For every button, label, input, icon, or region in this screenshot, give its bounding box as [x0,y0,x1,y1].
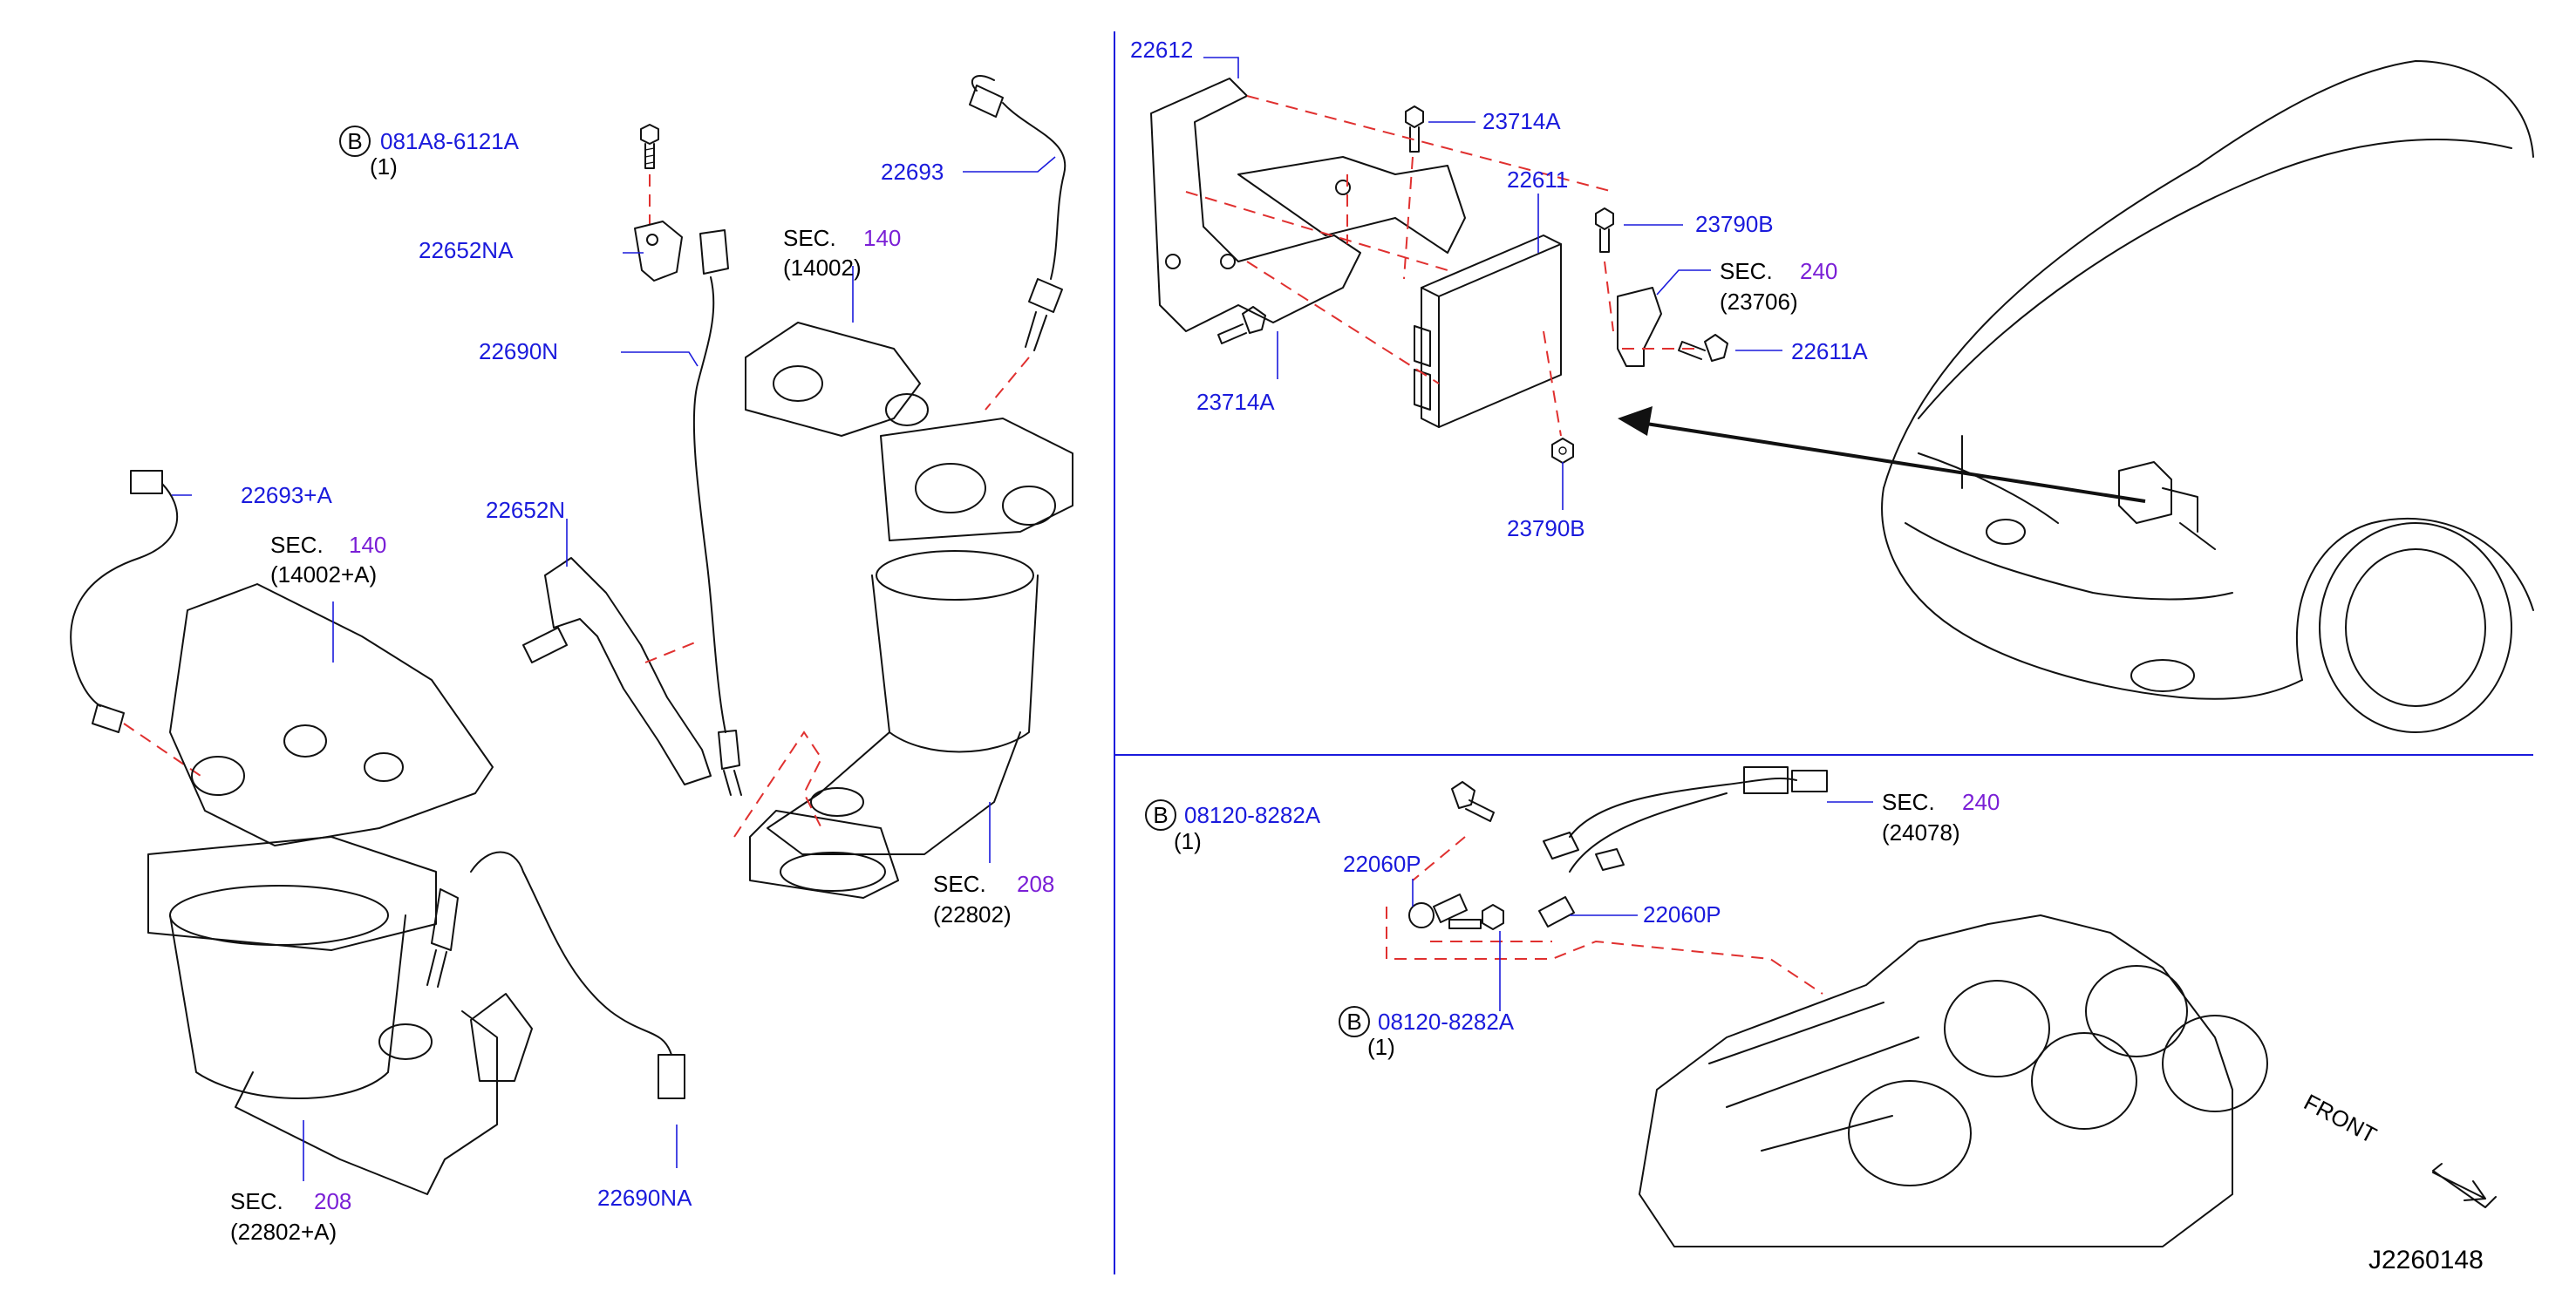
bolt-23790b-top-drawing [1595,207,1614,253]
bracket-22652n-drawing [522,557,712,785]
section-label: SEC. [933,871,986,897]
quantity: (1) [370,153,398,180]
knock-sensor-left-drawing [1408,894,1468,928]
section-ref: (14002+A) [270,561,377,588]
harness-dash-leaders [1386,836,1823,995]
sensor-22693a-drawing [70,470,179,733]
section-ref: (22802+A) [230,1219,337,1245]
bolt-08120-bottom-drawing [1448,904,1504,930]
engine-block-drawing [1639,914,2268,1247]
part-number: 22611A [1791,338,1868,364]
section-number: 240 [1962,789,2000,815]
section-number: 140 [349,532,386,558]
part-number: 22611 [1507,166,1568,193]
part-number: 23714A [1196,389,1275,415]
circle-b-marker [339,126,371,157]
part-number: 22690N [479,338,558,364]
part-number: 23714A [1482,108,1561,134]
part-number: 081A8-6121A [380,128,520,154]
leader-22693 [963,156,1056,173]
part-number: 08120-8282A [1184,802,1321,828]
circle-b-marker [1339,1006,1370,1037]
vehicle-front-drawing [1881,60,2534,733]
knock-sensor-harness-drawing [1543,766,1828,873]
callout-marker: B [347,128,362,154]
part-number: 22652NA [419,237,514,263]
dash-leader [985,357,1030,411]
ecm-unit-22611-drawing [1414,234,1562,428]
bracket-23706-drawing [1617,287,1662,367]
sensor-22690n-drawing [692,229,742,796]
part-number: 23790B [1695,211,1774,237]
section-ref: (24078) [1882,819,1960,846]
callout-marker: B [1346,1009,1361,1035]
section-number: 208 [314,1188,351,1214]
sensor-22693-drawing [969,75,1067,351]
exhaust-manifold-right-drawing [745,322,1073,899]
part-number: 22690NA [597,1185,692,1211]
dash-leader [644,640,700,663]
section-number: 140 [863,225,901,251]
ecm-bracket-22612-drawing [1150,78,1466,332]
bolt-23714a-top-drawing [1405,105,1424,153]
circle-b-marker [1145,799,1176,831]
section-ref: (23706) [1720,289,1798,315]
ecm-dash-leaders [1185,95,1700,437]
exhaust-manifold-left-drawing [147,583,533,1195]
bolt-081a8-drawing [640,124,659,169]
part-number: 22693 [881,159,944,185]
bracket-22652na-drawing [634,221,683,282]
front-label: FRONT [2300,1089,2381,1149]
part-number: 22060P [1343,851,1421,877]
section-label: SEC. [1882,789,1935,815]
bolt-22611a-drawing [1678,334,1728,362]
leader-22690n [621,351,699,367]
callout-marker: B [1153,802,1168,828]
section-number: 208 [1017,871,1054,897]
section-label: SEC. [230,1188,283,1214]
bolt-23714a-left-drawing [1217,306,1266,344]
section-number: 240 [1800,258,1837,284]
sensor-22690na-drawing [426,851,685,1099]
knock-sensor-right-drawing [1538,896,1575,928]
diagram-id: J2260148 [2368,1246,2484,1274]
nut-23790b-bottom-drawing [1551,438,1574,464]
part-number: 08120-8282A [1378,1009,1515,1035]
section-label: SEC. [270,532,324,558]
bolt-08120-top-drawing [1451,781,1495,822]
part-number: 22060P [1643,901,1721,928]
section-ref: (22802) [933,901,1012,928]
section-label: SEC. [1720,258,1773,284]
section-label: SEC. [783,225,836,251]
section-ref: (14002) [783,255,862,281]
front-arrow [2432,1163,2497,1208]
dash-leader [733,731,823,838]
location-arrow [1618,406,2146,503]
part-number: 22693+A [241,482,332,508]
part-number: 22612 [1130,37,1193,63]
leader-sec240-ecm [1656,269,1711,296]
part-number: 22652N [486,497,565,523]
part-number: 23790B [1507,515,1585,541]
leader-22612 [1203,57,1239,78]
dash-leader [123,723,201,777]
quantity: (1) [1367,1034,1395,1060]
quantity: (1) [1174,828,1202,854]
